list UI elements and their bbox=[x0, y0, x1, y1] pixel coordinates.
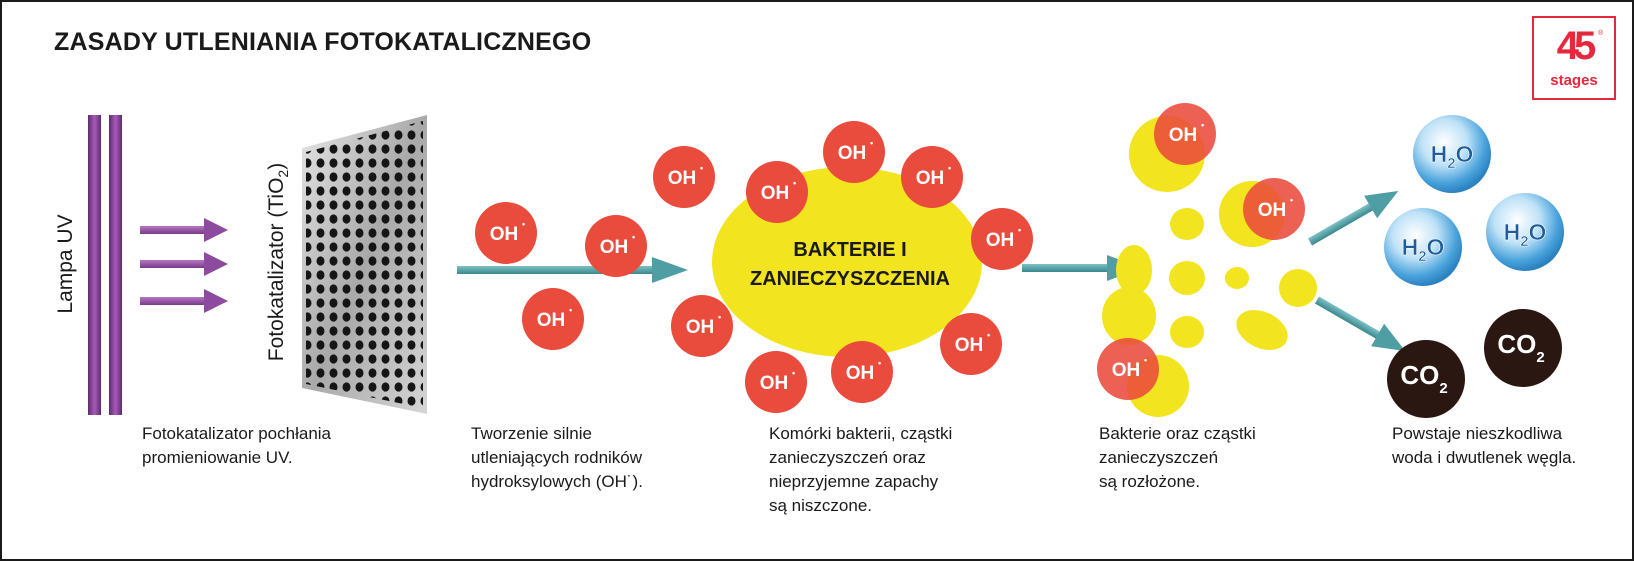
oh-radical-dot: • bbox=[792, 368, 795, 378]
oh-radical-dot: • bbox=[522, 219, 525, 229]
oh-radical-dot: • bbox=[1290, 195, 1293, 205]
caption-step-3: Komórki bakterii, cząstki zanieczyszczeń… bbox=[769, 424, 953, 515]
lamp-label: Lampa UV bbox=[54, 214, 77, 313]
oh-radical-icon: OH• bbox=[653, 146, 715, 208]
oh-radical-icon: OH• bbox=[971, 208, 1033, 270]
water-molecules: H2O H2O H2O bbox=[1384, 115, 1564, 286]
catalyst-label: Fotokatalizator (TiO2) bbox=[265, 163, 291, 361]
water-molecule-icon: H2O bbox=[1384, 208, 1462, 286]
oh-radical-label: OH bbox=[986, 230, 1015, 251]
water-molecule-label: H2O bbox=[1504, 219, 1547, 250]
oh-radical-label: OH bbox=[916, 168, 945, 189]
page-title: ZASADY UTLENIANIA FOTOKATALICZNEGO bbox=[54, 28, 592, 56]
blob-label-line1: BAKTERIE I bbox=[793, 239, 906, 261]
oh-radical-icon: OH• bbox=[671, 295, 733, 357]
oh-radical-icon: OH• bbox=[522, 288, 584, 350]
water-molecule-icon: H2O bbox=[1413, 115, 1491, 193]
oh-radical-dot: • bbox=[718, 312, 721, 322]
fragment bbox=[1102, 287, 1156, 345]
flow-arrow-icon bbox=[1308, 191, 1399, 246]
uv-arrow-icon bbox=[140, 218, 228, 242]
oh-radical-dot: • bbox=[632, 232, 635, 242]
logo-registered-mark: ® bbox=[1598, 30, 1604, 37]
oh-radical-label: OH bbox=[760, 373, 789, 394]
oh-radical-label: OH bbox=[955, 335, 984, 356]
fragment bbox=[1170, 316, 1204, 348]
oh-radical-dot: • bbox=[878, 358, 881, 368]
hydroxyl-radicals: OH•OH•OH•OH•OH•OH•OH•OH•OH•OH•OH•OH•OH•O… bbox=[475, 103, 1305, 413]
lamp-tube-right bbox=[109, 115, 122, 415]
oh-radical-label: OH bbox=[600, 237, 629, 258]
uv-arrows bbox=[140, 218, 228, 313]
flow-arrow-icon bbox=[1315, 296, 1406, 351]
oh-radical-dot: • bbox=[793, 178, 796, 188]
uv-arrow-icon bbox=[140, 289, 228, 313]
fragment bbox=[1169, 261, 1205, 295]
oh-radical-icon: OH• bbox=[901, 146, 963, 208]
fragment bbox=[1170, 208, 1204, 240]
lamp-tube-left bbox=[88, 115, 101, 415]
water-molecule-label: H2O bbox=[1431, 141, 1474, 172]
fragment bbox=[1225, 267, 1249, 289]
caption-step-1: Fotokatalizator pochłania promieniowanie… bbox=[142, 424, 332, 467]
oh-radical-icon: OH• bbox=[1154, 103, 1216, 165]
fragment bbox=[1279, 269, 1317, 307]
water-molecule-label: H2O bbox=[1402, 234, 1445, 265]
oh-radical-label: OH bbox=[1169, 125, 1198, 146]
oh-radical-dot: • bbox=[1201, 120, 1204, 130]
oh-radical-label: OH bbox=[838, 143, 867, 164]
co2-molecule-icon: CO2 bbox=[1387, 340, 1465, 418]
oh-radical-dot: • bbox=[1144, 355, 1147, 365]
oh-radical-label: OH bbox=[490, 224, 519, 245]
oh-radical-label: OH bbox=[668, 168, 697, 189]
water-molecule-icon: H2O bbox=[1486, 193, 1564, 271]
oh-radical-dot: • bbox=[948, 163, 951, 173]
oh-radical-icon: OH• bbox=[831, 341, 893, 403]
brand-logo: 45 ® stages bbox=[1532, 16, 1616, 100]
logo-number: 45 bbox=[1556, 24, 1597, 68]
oh-radical-label: OH bbox=[761, 183, 790, 204]
oh-radical-dot: • bbox=[987, 330, 990, 340]
blob-label-line2: ZANIECZYSZCZENIA bbox=[750, 268, 950, 290]
oh-radical-dot: • bbox=[870, 138, 873, 148]
oh-radical-icon: OH• bbox=[1097, 338, 1159, 400]
oh-radical-icon: OH• bbox=[940, 313, 1002, 375]
oh-radical-icon: OH• bbox=[585, 215, 647, 277]
oh-radical-icon: OH• bbox=[823, 121, 885, 183]
co2-molecule-label: CO2 bbox=[1497, 329, 1544, 366]
logo-text: stages bbox=[1550, 72, 1598, 89]
caption-step-2: Tworzenie silnie utleniających rodników … bbox=[471, 424, 643, 491]
oh-radical-icon: OH• bbox=[746, 161, 808, 223]
oh-radical-dot: • bbox=[700, 163, 703, 173]
photocatalyst-panel bbox=[302, 115, 427, 414]
oh-radical-icon: OH• bbox=[745, 351, 807, 413]
fragment bbox=[1236, 310, 1288, 350]
fragment bbox=[1116, 245, 1152, 295]
caption-step-5: Powstaje nieszkodliwa woda i dwutlenek w… bbox=[1392, 424, 1577, 467]
oh-radical-label: OH bbox=[1112, 360, 1141, 381]
uv-arrow-icon bbox=[140, 252, 228, 276]
uv-lamp bbox=[88, 115, 122, 415]
oh-radical-dot: • bbox=[569, 305, 572, 315]
oh-radical-dot: • bbox=[1018, 225, 1021, 235]
oh-radical-label: OH bbox=[846, 363, 875, 384]
flow-arrow-icon bbox=[457, 257, 688, 283]
oh-radical-icon: OH• bbox=[1243, 178, 1305, 240]
oh-radical-icon: OH• bbox=[475, 202, 537, 264]
caption-step-4: Bakterie oraz cząstki zanieczyszczeń są … bbox=[1099, 424, 1256, 491]
co2-molecule-label: CO2 bbox=[1400, 360, 1447, 397]
oh-radical-label: OH bbox=[537, 310, 566, 331]
co2-molecule-icon: CO2 bbox=[1484, 309, 1562, 387]
oh-radical-label: OH bbox=[686, 317, 715, 338]
oh-radical-label: OH bbox=[1258, 200, 1287, 221]
